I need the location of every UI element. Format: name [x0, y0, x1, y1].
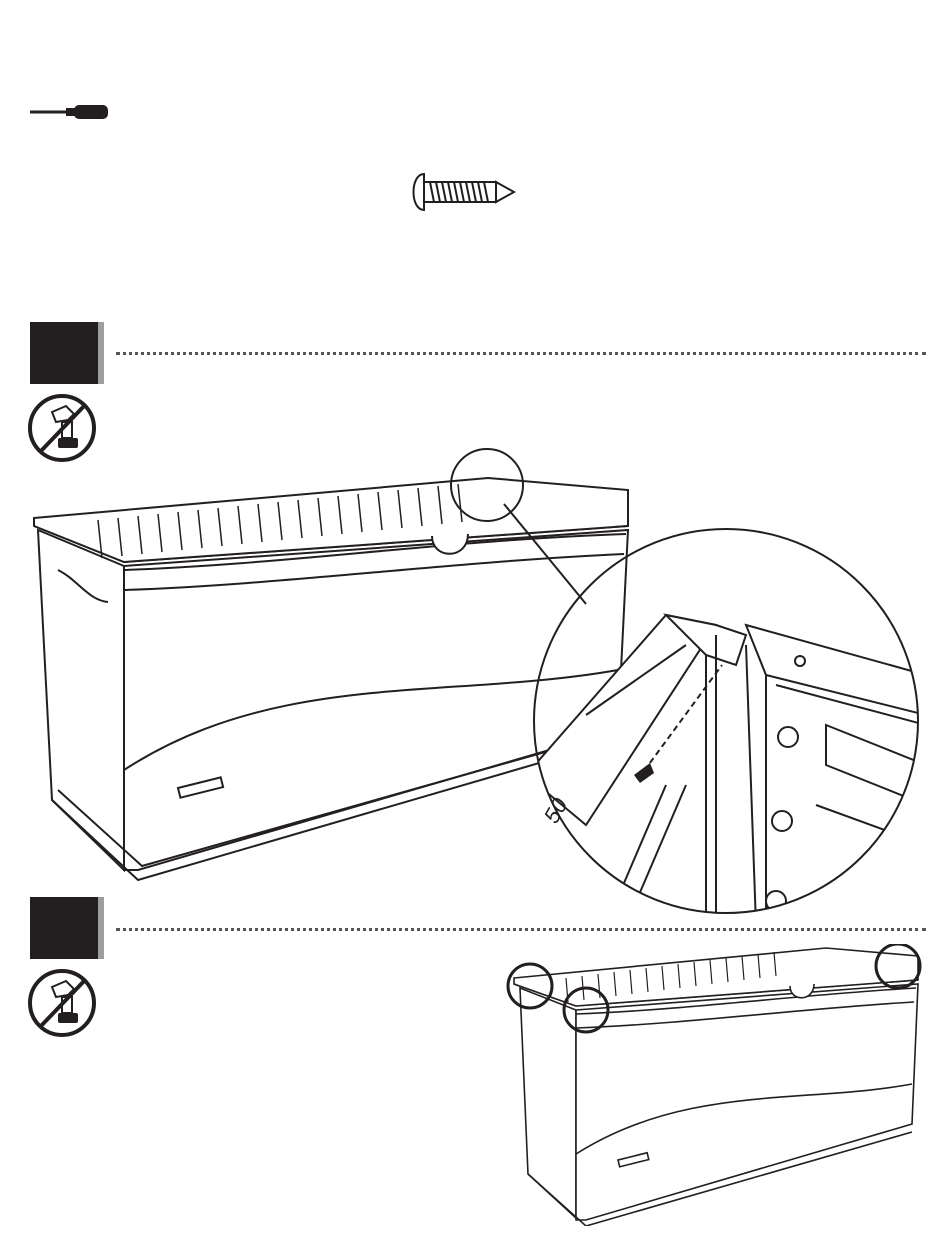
no-power-drill-icon [26, 392, 98, 464]
screwdriver-icon [28, 102, 110, 122]
step-divider [116, 352, 926, 355]
screw-icon [406, 170, 516, 214]
no-power-drill-icon [26, 967, 98, 1039]
step-marker-icon [30, 322, 98, 384]
storage-box-three-corners-circled [506, 944, 922, 1226]
step-marker-icon [30, 897, 98, 959]
detail-zoom-circle: 50 [526, 525, 926, 925]
step-divider [116, 928, 926, 931]
